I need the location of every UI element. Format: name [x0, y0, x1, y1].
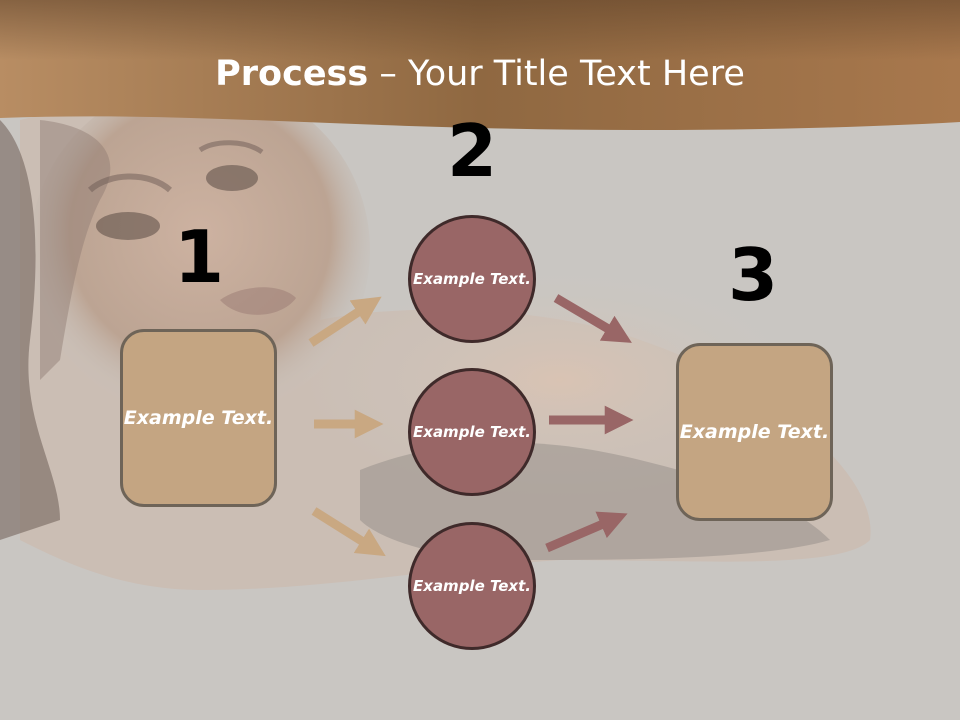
title-rest: – Your Title Text Here: [368, 54, 745, 94]
step-3-box: Example Text.: [676, 343, 833, 521]
step-2-circle-bottom: Example Text.: [408, 522, 536, 650]
step-number-3: 3: [727, 233, 779, 317]
step-number-2: 2: [446, 109, 498, 193]
step-2-circle-middle: Example Text.: [408, 368, 536, 496]
step-number-1: 1: [173, 215, 225, 299]
step-2-circle-top: Example Text.: [408, 215, 536, 343]
step-1-box: Example Text.: [120, 329, 277, 507]
slide-title: Process – Your Title Text Here: [0, 50, 960, 98]
title-bold: Process: [215, 54, 369, 94]
